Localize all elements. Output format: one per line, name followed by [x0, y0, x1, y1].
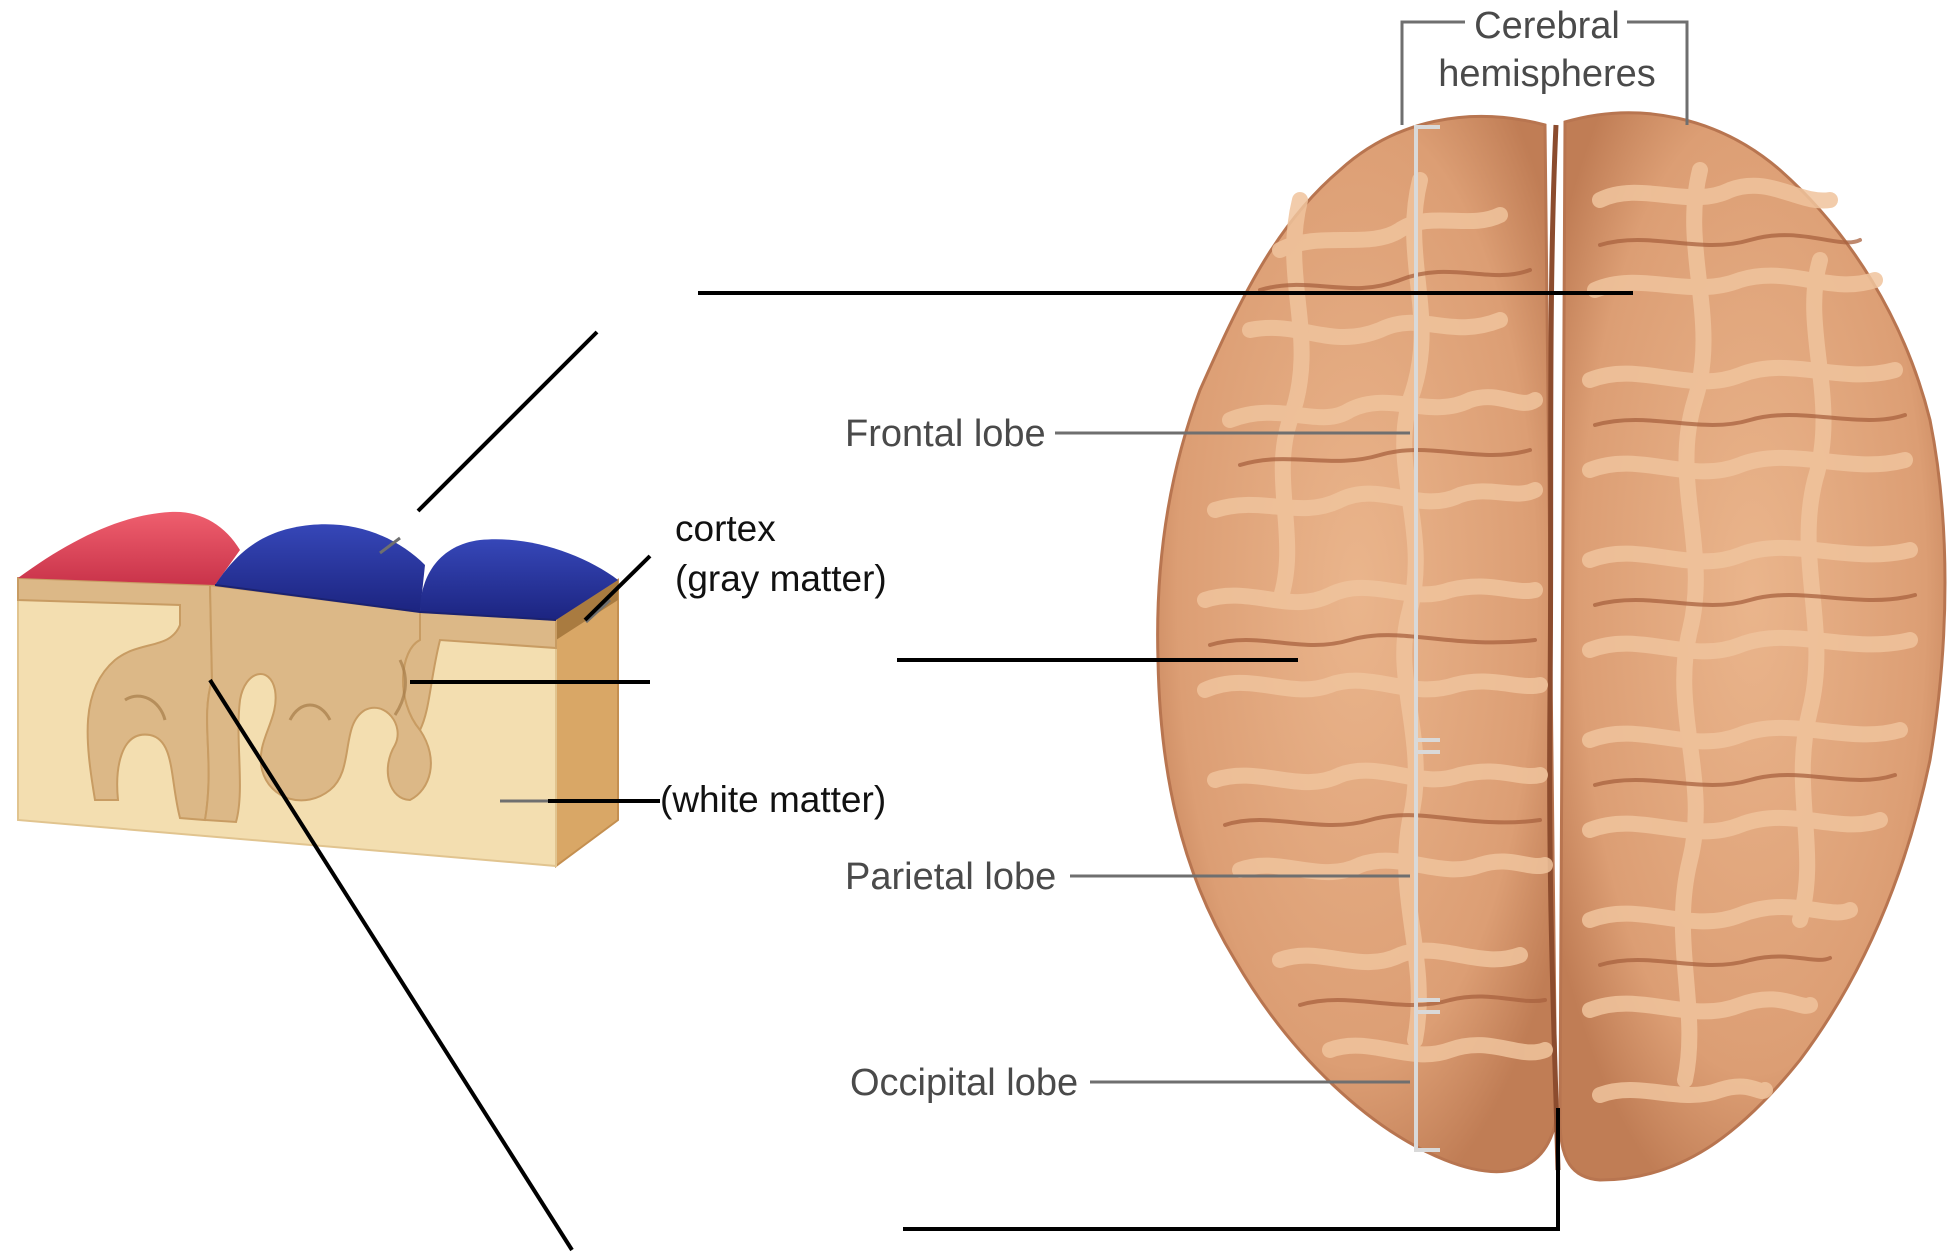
- cortex-label: cortex: [675, 508, 776, 549]
- occipital-lobe-label: Occipital lobe: [850, 1062, 1078, 1104]
- hemispheres-label: hemispheres: [1438, 53, 1656, 95]
- cerebral-label: Cerebral: [1474, 5, 1620, 47]
- pointer-line-gyrus: [418, 332, 597, 511]
- gray-matter-cap-red: [18, 512, 240, 585]
- white-matter-label: (white matter): [660, 779, 886, 820]
- gray-matter-label: (gray matter): [675, 558, 887, 599]
- frontal-lobe-label: Frontal lobe: [845, 413, 1046, 455]
- brain-top-view: [1158, 113, 1945, 1180]
- parietal-lobe-label: Parietal lobe: [845, 856, 1056, 898]
- cortex-block: [18, 512, 618, 866]
